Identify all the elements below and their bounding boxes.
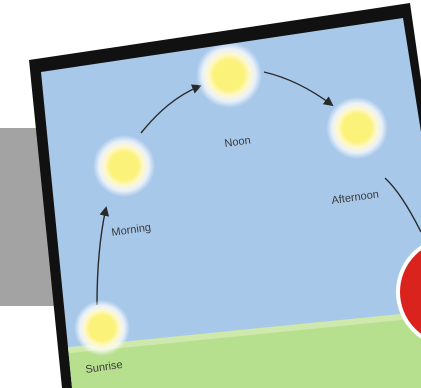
sun-icon <box>74 300 130 356</box>
sun-icon <box>93 135 155 197</box>
sun-icon <box>196 42 262 108</box>
sun-icon <box>326 97 388 159</box>
